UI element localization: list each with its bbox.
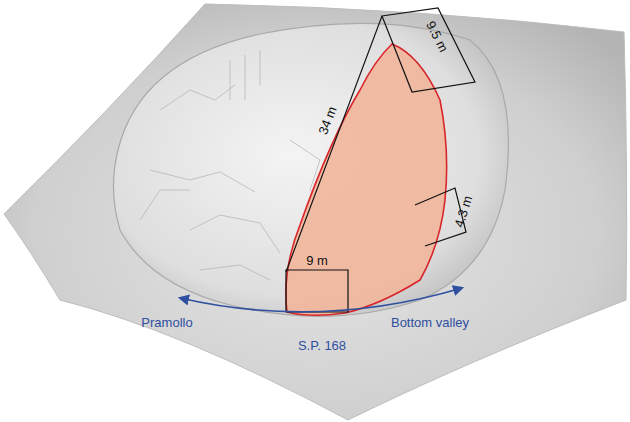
- detached-block: [286, 44, 447, 315]
- dimension-lines: [286, 8, 475, 312]
- road-label: S.P. 168: [298, 339, 346, 352]
- terrain-sheet: [4, 4, 627, 420]
- place-label: Bottom valley: [391, 316, 469, 329]
- road-arrow: [180, 288, 462, 312]
- place-label: Pramollo: [141, 316, 192, 329]
- scar-rim: [113, 23, 508, 316]
- dimension-label: 9 m: [306, 254, 328, 267]
